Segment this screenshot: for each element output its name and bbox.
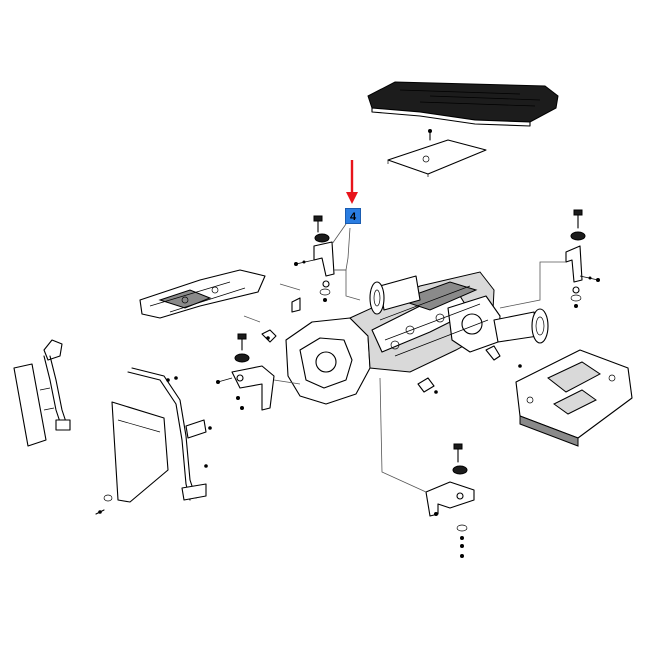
callout-leader [331, 223, 347, 245]
mounting-bracket-bottom [425, 443, 475, 558]
support-rod-left [13, 339, 71, 447]
top-screw [428, 129, 432, 141]
right-floor-plate [515, 349, 633, 447]
panel-fasteners [95, 494, 113, 515]
mounting-bracket-left-middle [216, 333, 275, 411]
top-cover-plate [387, 139, 487, 177]
mounting-bracket-front-left [294, 215, 335, 302]
support-rod [127, 367, 212, 501]
small-brackets [261, 297, 522, 394]
left-floor-plate [139, 269, 266, 319]
callout-label: 4 [345, 208, 361, 224]
top-cover-mat [367, 81, 559, 127]
leader-lines [243, 227, 566, 493]
mounting-bracket-rear-right [565, 209, 600, 308]
gearbox-housing [285, 271, 549, 405]
red-indicator-arrow [346, 160, 358, 204]
side-panel [111, 401, 169, 503]
